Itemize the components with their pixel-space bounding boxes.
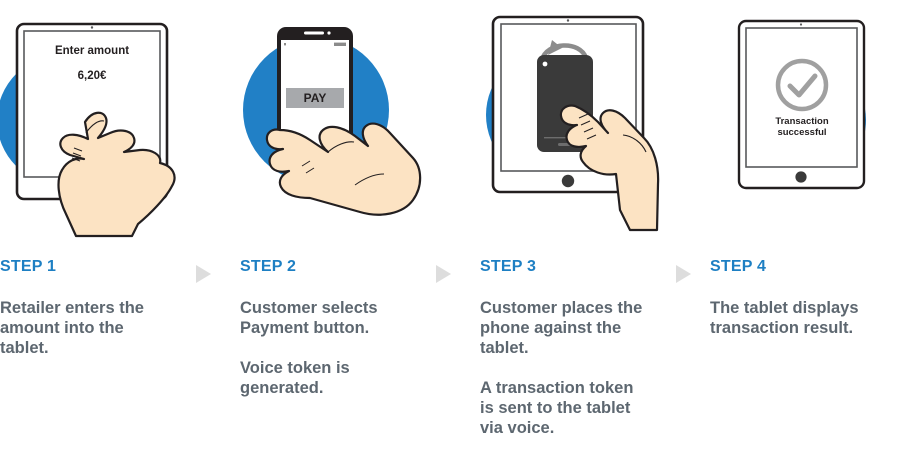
step-3-caption: STEP 3 Customer places the phone against… [480, 258, 710, 438]
tablet-screen-text: Enter amount 6,20€ [55, 45, 129, 82]
step-3-label: STEP 3 [480, 258, 537, 275]
check-circle-icon [775, 58, 829, 112]
step-2-illustration: PAY [240, 0, 480, 245]
step-1: Enter amount 6,20€ STEP 1 Retailer enter… [0, 0, 240, 461]
svg-text:PAY: PAY [304, 91, 327, 105]
step-1-caption: STEP 1 Retailer enters the amount into t… [0, 258, 240, 358]
svg-text:Enter amount: Enter amount [55, 45, 129, 57]
step-2-label: STEP 2 [240, 258, 297, 275]
separator-arrow-2 [436, 265, 451, 283]
step-1-illustration: Enter amount 6,20€ [0, 0, 240, 245]
separator-arrow-1 [196, 265, 211, 283]
grasping-hand-icon [559, 104, 660, 232]
step-1-label: STEP 1 [0, 258, 57, 275]
step-2-body-2: Voice token is generated. [240, 359, 350, 397]
step-4-caption: STEP 4 The tablet displays transaction r… [710, 258, 901, 338]
status-text: Transaction successful [775, 116, 829, 138]
step-3-body-2: A transaction token is sent to the table… [480, 379, 634, 437]
step-3: STEP 3 Customer places the phone against… [480, 0, 710, 461]
svg-text:successful: successful [777, 127, 826, 138]
separator-arrow-3 [676, 265, 691, 283]
holding-hand-icon [265, 122, 422, 216]
step-4-illustration: Transaction successful [710, 0, 901, 245]
svg-text:Transaction: Transaction [775, 116, 829, 127]
tablet-device [737, 19, 866, 190]
step-4-label: STEP 4 [710, 258, 767, 275]
pointing-hand-icon [57, 111, 176, 238]
step-2-caption: STEP 2 Customer selects Payment button. … [240, 258, 480, 398]
step-4-body: The tablet displays transaction result. [710, 299, 859, 337]
step-2: PAY STEP 2 Customer selects Payment butt… [240, 0, 480, 461]
step-1-body: Retailer enters the amount into the tabl… [0, 299, 144, 357]
step-2-body: Customer selects Payment button. [240, 299, 378, 337]
pay-button: PAY [286, 88, 344, 108]
step-3-body: Customer places the phone against the ta… [480, 299, 643, 357]
phone-status-bar [284, 42, 346, 46]
step-4: Transaction successful STEP 4 The tablet… [710, 0, 901, 461]
step-3-illustration [480, 0, 710, 245]
svg-text:6,20€: 6,20€ [78, 70, 107, 82]
